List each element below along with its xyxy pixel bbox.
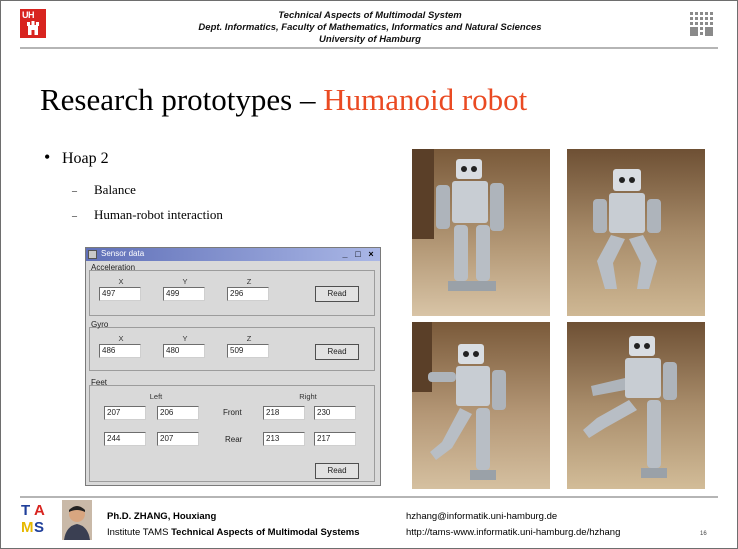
- gyro-x-field[interactable]: 486: [99, 344, 141, 358]
- sensor-data-window: Sensor data _ □ × Acceleration X Y Z 497…: [85, 247, 381, 486]
- gyro-group: [89, 327, 375, 371]
- feet-read-button[interactable]: Read: [315, 463, 359, 479]
- gyro-read-button[interactable]: Read: [315, 344, 359, 360]
- gyro-z-label: Z: [246, 334, 252, 343]
- acceleration-label: Acceleration: [91, 263, 136, 272]
- tams-letter-s: S: [34, 519, 45, 536]
- accel-read-button[interactable]: Read: [315, 286, 359, 302]
- institute-name: Technical Aspects of Multimodal Systems: [171, 527, 360, 538]
- title-accent: Humanoid robot: [323, 82, 528, 117]
- header-line-course: Technical Aspects of Multimodal System: [278, 10, 462, 21]
- dash-icon: –: [72, 211, 77, 222]
- robot-photo-side-kick: [567, 322, 705, 489]
- accel-y-field[interactable]: 499: [163, 287, 205, 301]
- window-titlebar[interactable]: Sensor data _ □ ×: [86, 248, 380, 261]
- maximize-button[interactable]: □: [355, 249, 361, 259]
- window-icon: [88, 250, 97, 259]
- university-hamburg-logo: UH: [20, 9, 46, 38]
- close-button[interactable]: ×: [368, 249, 374, 259]
- sub-item-text: Human-robot interaction: [94, 207, 223, 222]
- bullet-dot-icon: •: [44, 147, 51, 167]
- title-main: Research prototypes –: [40, 82, 324, 117]
- footer-url[interactable]: http://tams-www.informatik.uni-hamburg.d…: [406, 527, 621, 538]
- bullet-hoap2: • Hoap 2: [44, 147, 109, 168]
- accel-z-field[interactable]: 296: [227, 287, 269, 301]
- page-number: 16: [700, 531, 707, 537]
- bullet-text: Hoap 2: [62, 150, 109, 167]
- rear-label: Rear: [225, 435, 243, 444]
- robot-photo-squat: [567, 149, 705, 316]
- robot-photo-kick: [412, 322, 550, 489]
- acceleration-group: [89, 270, 375, 316]
- feet-group: [89, 385, 375, 482]
- gyro-z-field[interactable]: 509: [227, 344, 269, 358]
- front-right-field-1[interactable]: 218: [263, 406, 305, 420]
- gyro-x-label: X: [118, 334, 124, 343]
- institute-prefix: Institute TAMS: [107, 527, 172, 538]
- rear-left-field-2[interactable]: 207: [157, 432, 199, 446]
- tams-logo: T A M S: [20, 502, 60, 540]
- front-left-field-1[interactable]: 207: [104, 406, 146, 420]
- header-line-dept: Dept. Informatics, Faculty of Mathematic…: [198, 22, 542, 33]
- accel-y-label: Y: [182, 277, 188, 286]
- header-line-university: University of Hamburg: [319, 34, 421, 45]
- footer-divider: [20, 496, 718, 498]
- accel-x-field[interactable]: 497: [99, 287, 141, 301]
- gyro-y-field[interactable]: 480: [163, 344, 205, 358]
- minimize-button[interactable]: _: [342, 249, 348, 259]
- footer-institute: Institute TAMS Technical Aspects of Mult…: [107, 527, 360, 538]
- rear-left-field-1[interactable]: 244: [104, 432, 146, 446]
- slide-header: Technical Aspects of Multimodal System D…: [80, 10, 660, 46]
- uhh-logo-text: UH: [22, 10, 35, 20]
- dash-icon: –: [72, 186, 77, 197]
- sub-item-text: Balance: [94, 182, 136, 197]
- front-right-field-2[interactable]: 230: [314, 406, 356, 420]
- feet-label: Feet: [91, 378, 108, 387]
- front-left-field-2[interactable]: 206: [157, 406, 199, 420]
- feet-left-label: Left: [149, 392, 163, 401]
- footer-email[interactable]: hzhang@informatik.uni-hamburg.de: [406, 511, 558, 522]
- slide-title: Research prototypes – Humanoid robot: [40, 82, 527, 118]
- accel-z-label: Z: [246, 277, 252, 286]
- tams-letter-t: T: [21, 502, 31, 519]
- front-label: Front: [223, 408, 242, 417]
- robot-photo-standing: [412, 149, 550, 316]
- sub-item-balance: – Balance: [72, 182, 136, 198]
- rear-right-field-2[interactable]: 217: [314, 432, 356, 446]
- tams-letter-m: M: [21, 519, 34, 536]
- window-title: Sensor data: [101, 249, 145, 258]
- avatar: [62, 500, 92, 540]
- rear-right-field-1[interactable]: 213: [263, 432, 305, 446]
- gyro-y-label: Y: [182, 334, 188, 343]
- gyro-label: Gyro: [91, 320, 109, 329]
- tams-letter-a: A: [34, 502, 45, 519]
- feet-right-label: Right: [299, 392, 317, 401]
- castle-icon: [27, 21, 39, 35]
- footer-author-name: Ph.D. ZHANG, Houxiang: [107, 511, 217, 522]
- header-divider: [20, 47, 718, 49]
- accel-x-label: X: [118, 277, 124, 286]
- sub-item-interaction: – Human-robot interaction: [72, 207, 223, 223]
- tams-dots-logo-icon: [690, 12, 713, 36]
